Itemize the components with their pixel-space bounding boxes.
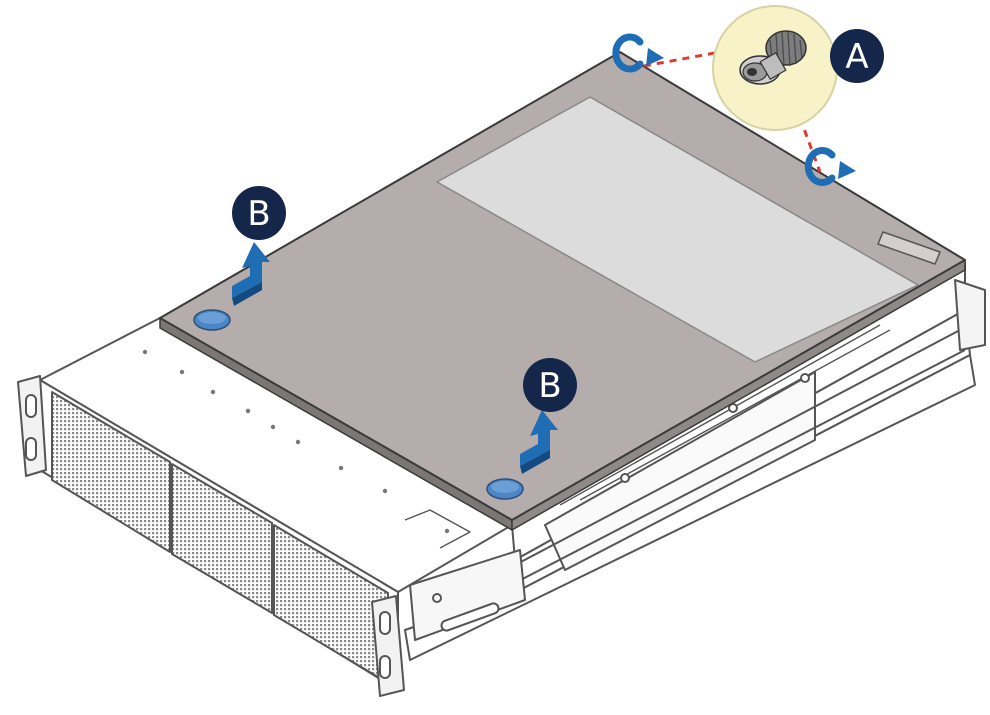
rotate-arrow-icon <box>804 147 836 186</box>
zoom-leader-lines <box>643 50 822 173</box>
rotate-arrow-head <box>646 48 664 66</box>
top-cover <box>159 51 966 531</box>
callout-b-right-label: B <box>538 366 561 406</box>
callout-b-left-label: B <box>247 194 270 234</box>
cover-latch-left <box>193 309 231 331</box>
zoom-circle <box>712 5 838 131</box>
callout-b-left: B <box>232 186 286 240</box>
callout-b-right: B <box>523 358 577 412</box>
cover-vent-slot <box>877 231 941 265</box>
thumbscrew-icon <box>739 30 807 85</box>
rotate-arrow-head <box>838 161 856 179</box>
cover-window-panel <box>436 96 919 363</box>
callout-a: A <box>830 29 884 83</box>
callout-a-label: A <box>845 37 868 77</box>
rotate-arrow-icon <box>612 33 644 73</box>
front-bezel <box>17 375 405 697</box>
chassis-body <box>404 261 986 661</box>
lift-arrow-icon <box>520 410 558 474</box>
cover-latch-right <box>486 478 524 500</box>
lift-arrow-icon <box>232 242 270 306</box>
